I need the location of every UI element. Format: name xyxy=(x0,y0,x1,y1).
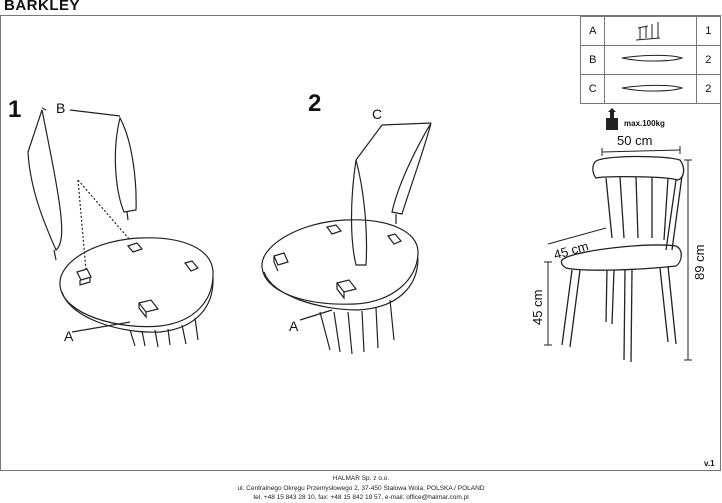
chair-leg-icon xyxy=(604,74,697,104)
seat-height-dimension: 45 cm xyxy=(530,289,545,325)
footer-company: HALMAR Sp. z o.o. xyxy=(332,475,390,482)
part-code: B xyxy=(579,45,606,75)
step-1-number: 1 xyxy=(8,96,22,123)
footer: HALMAR Sp. z o.o. ul. Centralnego Okręgu… xyxy=(0,474,722,503)
parts-row: B 2 xyxy=(579,45,722,75)
chair-dimension-drawing xyxy=(544,146,692,363)
seat-with-backrest-icon xyxy=(604,16,697,46)
weight-icon xyxy=(606,108,618,130)
chair-leg-icon xyxy=(604,45,697,75)
part-code: A xyxy=(579,16,606,46)
document-title: BARKLEY xyxy=(4,0,81,14)
max-load-label: max.100kg xyxy=(624,119,665,128)
step-1-drawing xyxy=(27,107,214,348)
version-label: v.1 xyxy=(704,459,715,468)
footer-address: ul. Centralnego Okręgu Przemysłowego 2, … xyxy=(237,484,485,492)
step-2-part-label-c: C xyxy=(372,106,383,122)
step-1-part-label-b: B xyxy=(56,100,66,116)
step-2-drawing xyxy=(261,122,432,355)
step-2-part-label-a: A xyxy=(289,318,299,334)
footer-contact: tel. +48 15 843 28 10, fax: +48 15 842 1… xyxy=(253,494,469,501)
width-dimension: 50 cm xyxy=(617,133,653,148)
step-1-part-label-a: A xyxy=(64,328,74,344)
page-frame xyxy=(0,15,721,471)
height-dimension: 89 cm xyxy=(692,244,707,280)
part-quantity: 2 xyxy=(695,74,722,104)
part-quantity: 1 xyxy=(695,16,722,46)
parts-table: A 1 B 2 C 2 xyxy=(579,16,722,104)
parts-row: A 1 xyxy=(579,16,722,46)
part-quantity: 2 xyxy=(695,45,722,75)
step-2-number: 2 xyxy=(308,90,322,117)
part-code: C xyxy=(579,74,606,104)
parts-row: C 2 xyxy=(579,74,722,104)
